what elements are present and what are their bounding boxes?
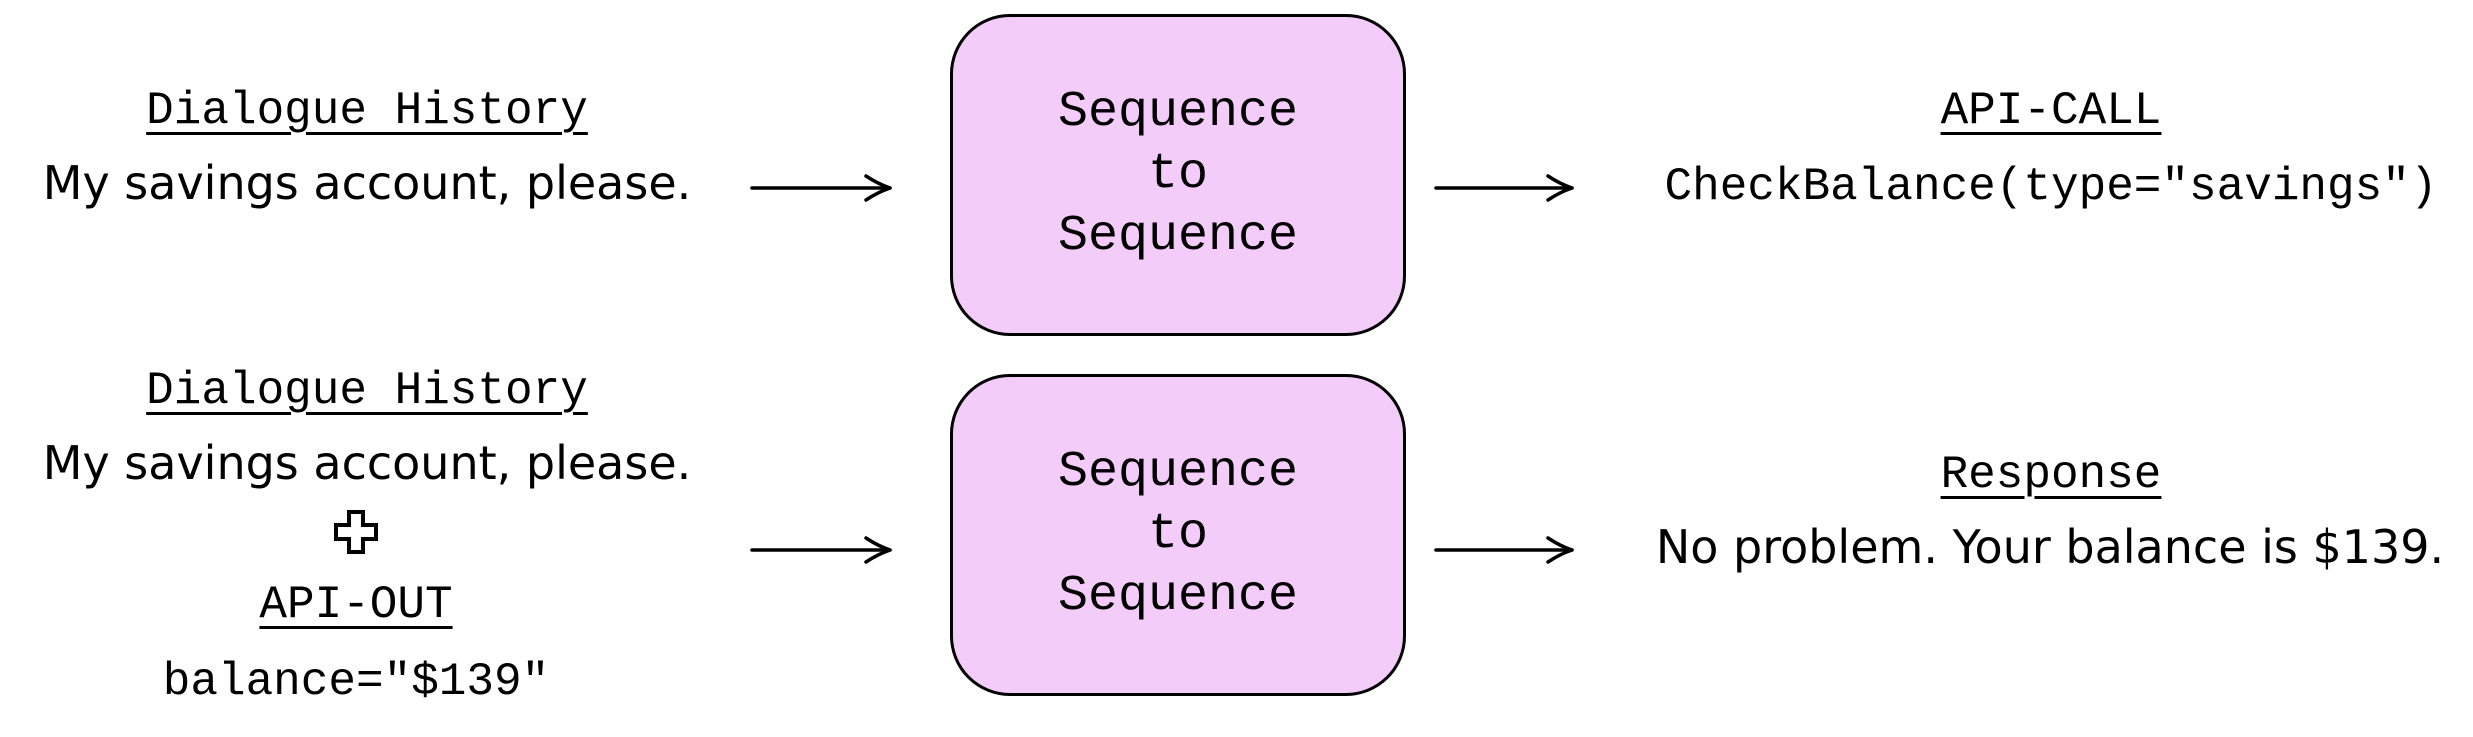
row1-input-heading: Dialogue History: [146, 85, 588, 137]
arrow-model-to-output-row1: [1434, 174, 1574, 202]
row1-seq2seq-line-3: Sequence: [1057, 208, 1299, 265]
row2-seq2seq-line-3: Sequence: [1057, 568, 1299, 625]
arrow-model-to-output-row2: [1434, 536, 1574, 564]
row1-output-text: CheckBalance(type="savings"): [1664, 161, 2438, 213]
row2-input-text: My savings account, please.: [42, 436, 692, 490]
row2-seq2seq-line-1: Sequence: [1057, 444, 1299, 501]
row2-seq2seq-box: Sequence to Sequence: [950, 374, 1406, 696]
row2-input-heading: Dialogue History: [146, 365, 588, 417]
row1-seq2seq-line-2: to: [1147, 146, 1208, 203]
row2-response-heading: Response: [1940, 449, 2162, 501]
row2-seq2seq-line-2: to: [1147, 506, 1208, 563]
row1-input-text: My savings account, please.: [42, 156, 692, 210]
row2-response-text: No problem. Your balance is $139.: [1655, 520, 2445, 574]
arrow-input-to-model-row1: [750, 174, 892, 202]
row1-seq2seq-box: Sequence to Sequence: [950, 14, 1406, 336]
row1-output-heading: API-CALL: [1940, 85, 2162, 137]
row2-api-out-text: balance="$139": [162, 656, 550, 708]
plus-outline-icon: [334, 510, 378, 554]
arrow-input-to-model-row2: [750, 536, 892, 564]
row2-api-out-heading: API-OUT: [259, 579, 453, 631]
row1-seq2seq-line-1: Sequence: [1057, 84, 1299, 141]
